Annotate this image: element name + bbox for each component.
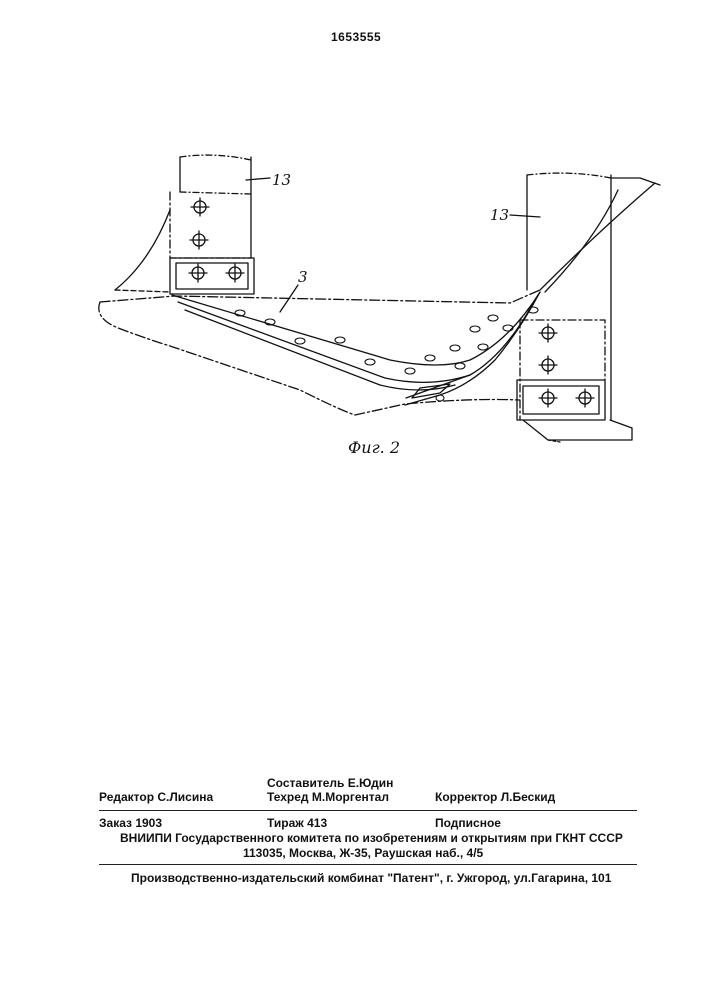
corrector: Корректор Л.Бескид xyxy=(435,790,555,804)
editor: Редактор С.Лисина xyxy=(99,790,213,804)
label-post-left: 13 xyxy=(272,171,291,189)
institute: ВНИИПИ Государственного комитета по изоб… xyxy=(120,831,623,845)
printer: Производственно-издательский комбинат "П… xyxy=(131,871,611,885)
label-post-right: 13 xyxy=(490,206,509,224)
divider-bottom xyxy=(99,864,637,865)
bolt-icon xyxy=(576,389,594,407)
address: 113035, Москва, Ж-35, Раушская наб., 4/5 xyxy=(243,846,483,860)
compiler: Составитель Е.Юдин xyxy=(267,776,393,790)
left-post xyxy=(115,155,270,294)
order: Заказ 1903 xyxy=(99,816,162,830)
bolt-icon xyxy=(539,389,557,407)
bolt-icon xyxy=(226,264,244,282)
bolt-icon xyxy=(189,264,207,282)
bolt-icon xyxy=(190,231,208,249)
subscription: Подписное xyxy=(435,816,501,830)
bolt-icon xyxy=(539,356,557,374)
divider-top xyxy=(99,810,637,811)
figure-2-drawing: 13 13 3 Фиг. 2 xyxy=(0,0,707,520)
bolt-icon xyxy=(191,198,209,216)
techred: Техред М.Моргентал xyxy=(267,790,389,804)
figure-caption: Фиг. 2 xyxy=(348,438,400,457)
bolt-icon xyxy=(539,324,557,342)
circulation: Тираж 413 xyxy=(267,816,327,830)
label-blade: 3 xyxy=(298,268,308,286)
